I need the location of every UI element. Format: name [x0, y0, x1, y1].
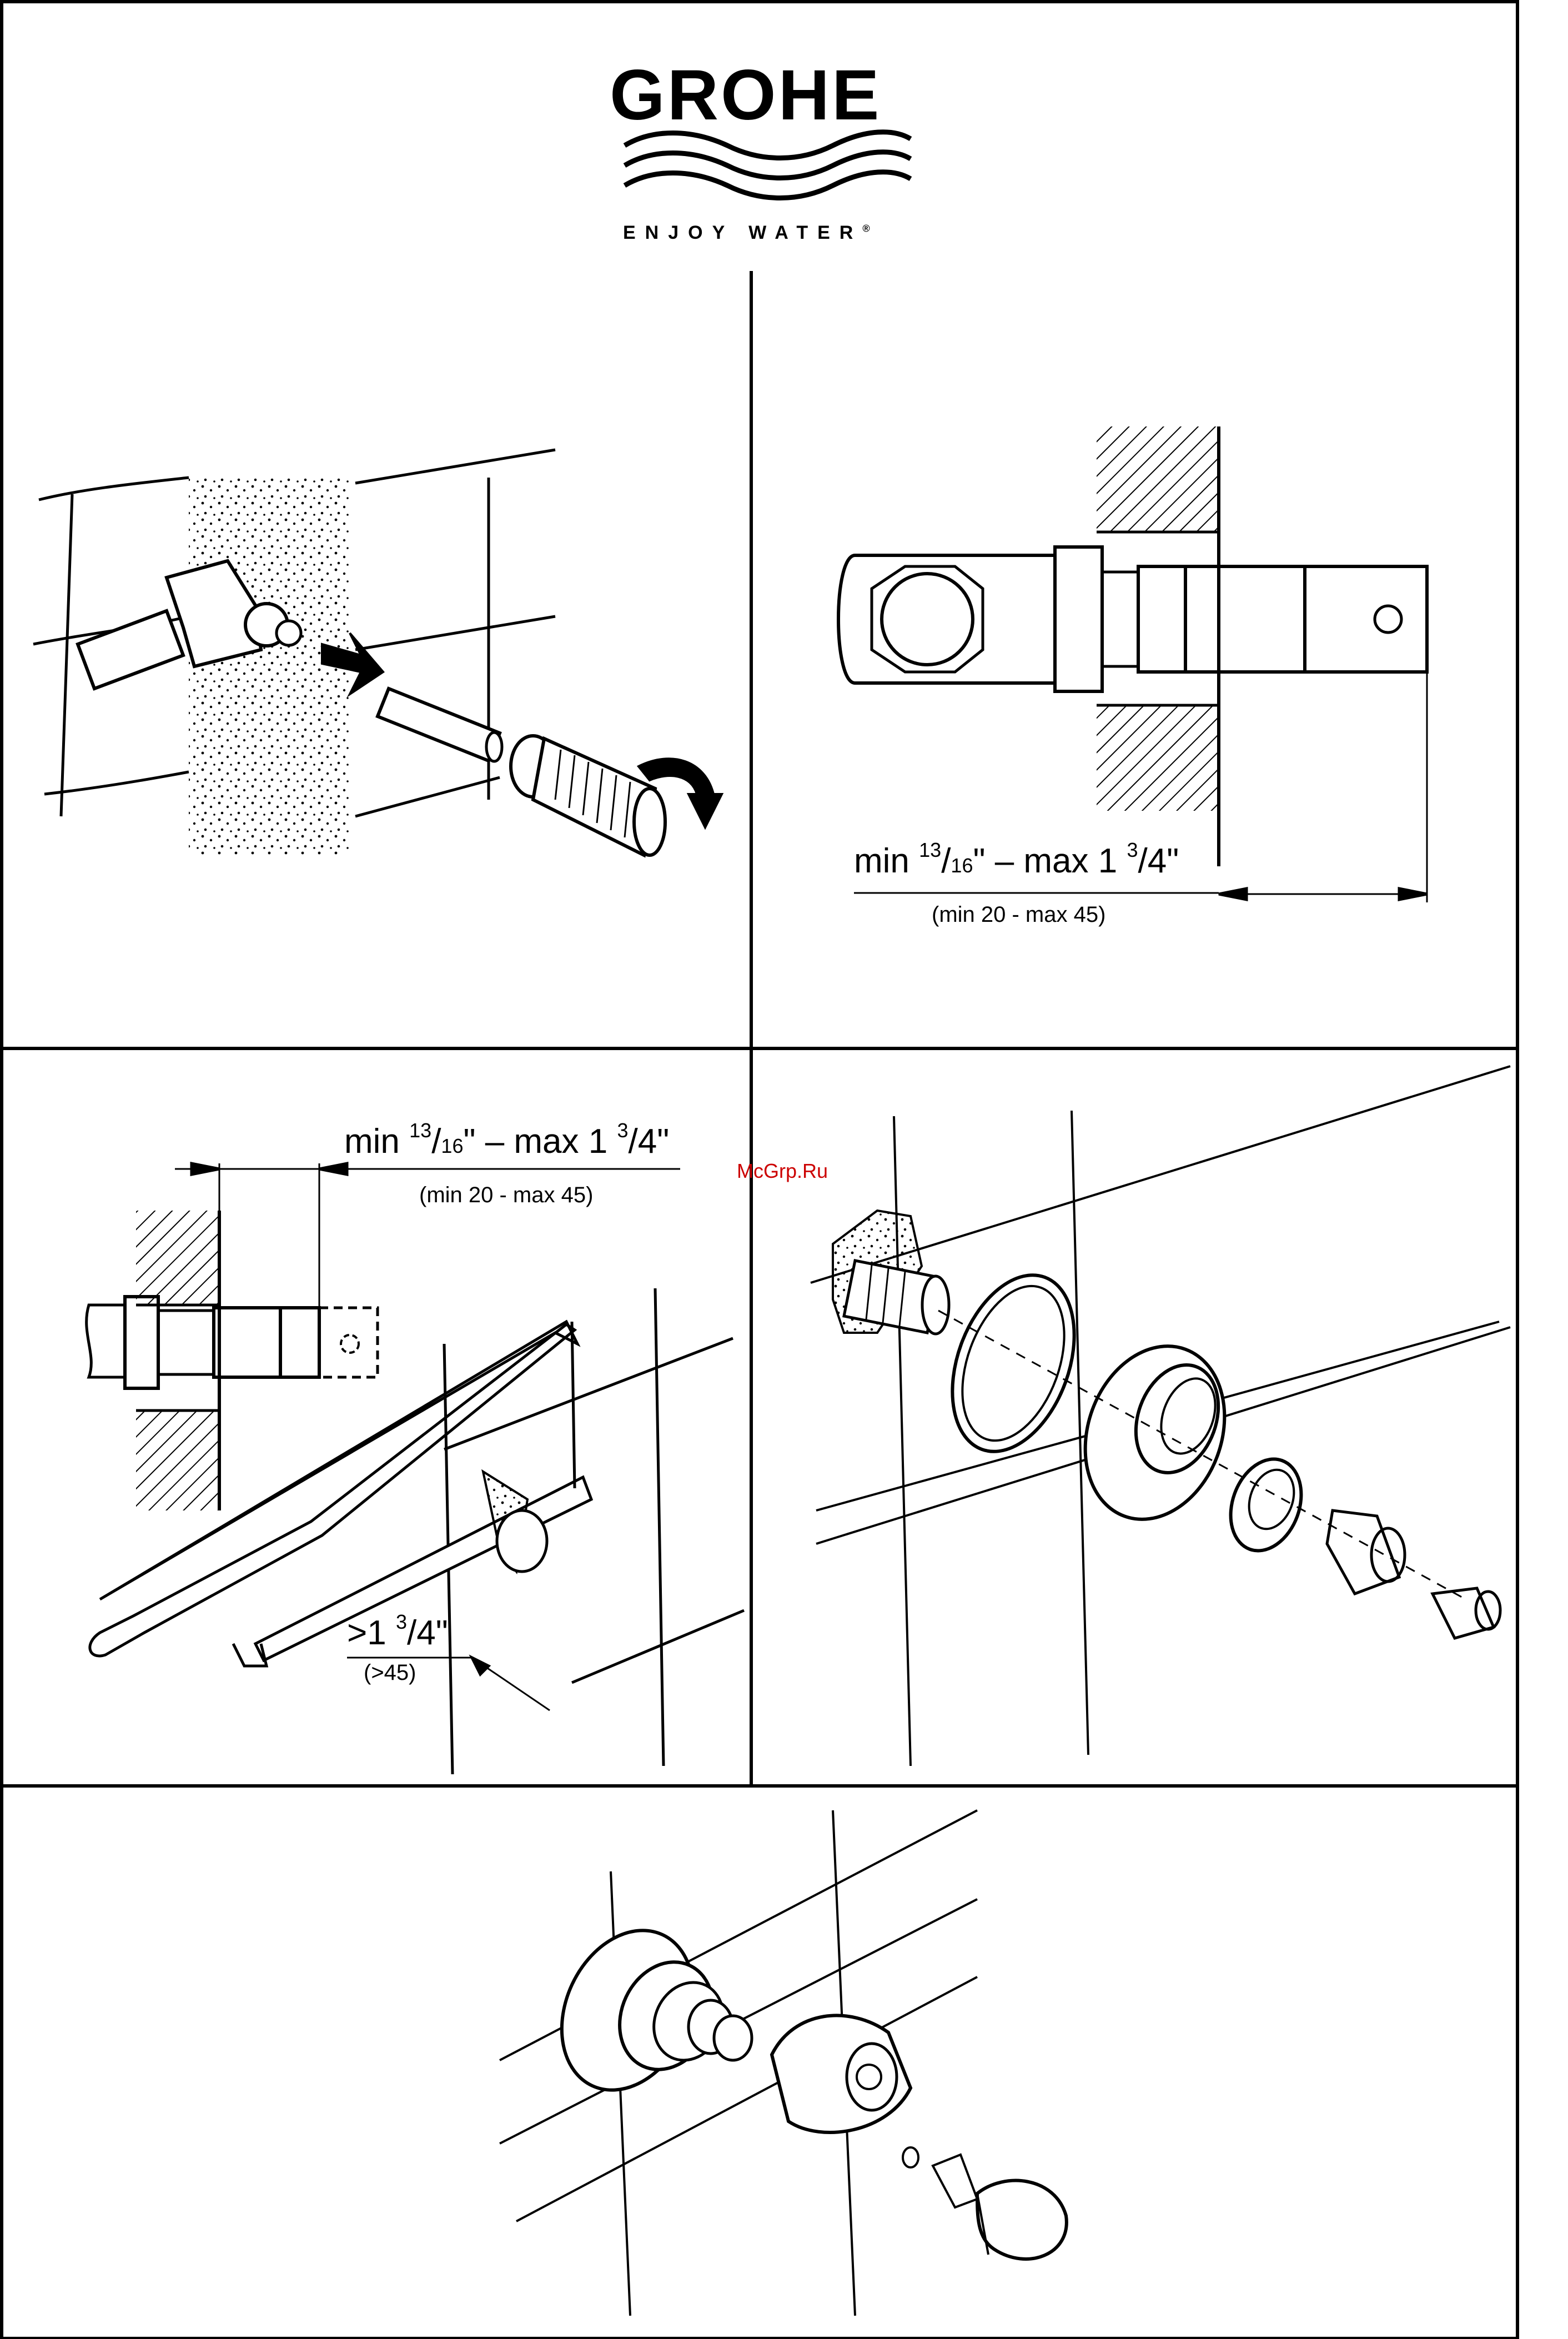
p3-max-num: 3 [617, 1119, 628, 1142]
p3-max-den: 4 [638, 1122, 657, 1161]
p3-min-den: 16 [441, 1135, 463, 1157]
p2-min-den: 16 [951, 854, 973, 877]
brand-logo: GROHE [610, 54, 881, 136]
brand-tagline: ENJOY WATER® [623, 222, 870, 244]
cut-prefix: > [347, 1614, 367, 1652]
panel-1-illustration [33, 450, 722, 855]
grohe-logo-waves [625, 132, 911, 198]
panel-4-illustration [811, 1066, 1510, 1766]
tagline-text: ENJOY WATER [623, 222, 862, 243]
cut-whole: 1 [367, 1614, 386, 1652]
panel-3-metric-label: (min 20 - max 45) [419, 1183, 593, 1208]
panel-3-cut-label: >1 3/4" [347, 1613, 448, 1653]
p2-max-den: 4 [1148, 842, 1167, 880]
panel-3-dimension-label: min 13/16" – max 1 3/4" [344, 1122, 669, 1161]
p2-min-num: 13 [919, 839, 941, 861]
p3-min-num: 13 [409, 1119, 431, 1142]
panel-2-illustration [838, 426, 1427, 902]
panel-3-cut-metric: (>45) [364, 1660, 416, 1685]
panel-2-dimension-label: min 13/16" – max 1 3/4" [854, 841, 1179, 881]
trademark-symbol: ® [862, 223, 870, 234]
p2-max-whole: 1 [1098, 842, 1117, 880]
p2-max-num: 3 [1127, 839, 1138, 861]
panel-5-illustration [500, 1810, 1067, 2316]
p3-max-whole: 1 [589, 1122, 607, 1161]
cut-num: 3 [396, 1610, 407, 1633]
cut-den: 4 [416, 1614, 435, 1652]
panel-2-metric-label: (min 20 - max 45) [932, 902, 1105, 927]
watermark: McGrp.Ru [737, 1160, 828, 1183]
